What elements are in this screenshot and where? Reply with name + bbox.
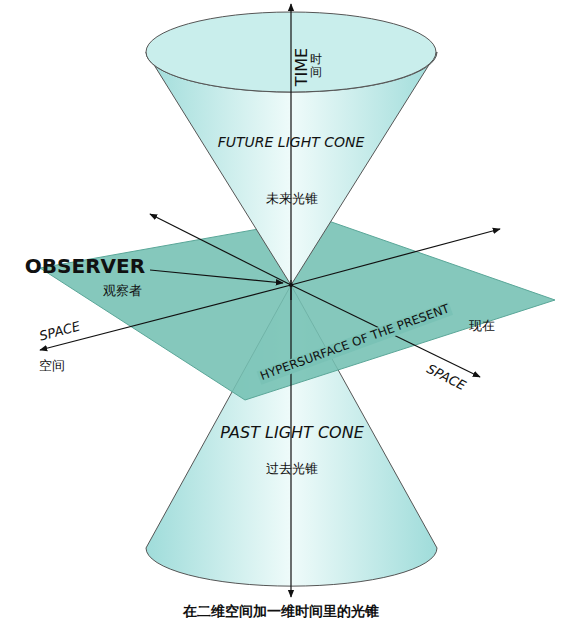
- observer-point: [289, 283, 293, 287]
- axis-label: TIME: [293, 48, 311, 86]
- axis-label: SPACE: [36, 319, 84, 345]
- cone-label: FUTURE LIGHT CONE: [218, 134, 365, 150]
- cone-label: 未来光锥: [266, 192, 318, 207]
- space-axis: [291, 229, 500, 285]
- cone-label: 过去光锥: [266, 462, 318, 477]
- caption: 在二维空间加一维时间里的光锥: [183, 603, 379, 619]
- axis-label: 空间: [39, 359, 65, 374]
- observer-leader: [150, 270, 283, 283]
- observer-label: 观察者: [103, 284, 142, 299]
- space-axis: [150, 214, 291, 285]
- plane-label: 现在: [469, 319, 495, 334]
- axis-label: SPACE: [422, 361, 469, 395]
- cone-label: PAST LIGHT CONE: [220, 424, 364, 442]
- time-axis-up: [290, 4, 291, 300]
- axis-label: 时间: [310, 53, 322, 79]
- space-axis: [40, 285, 291, 350]
- observer-label: OBSERVER: [25, 255, 145, 278]
